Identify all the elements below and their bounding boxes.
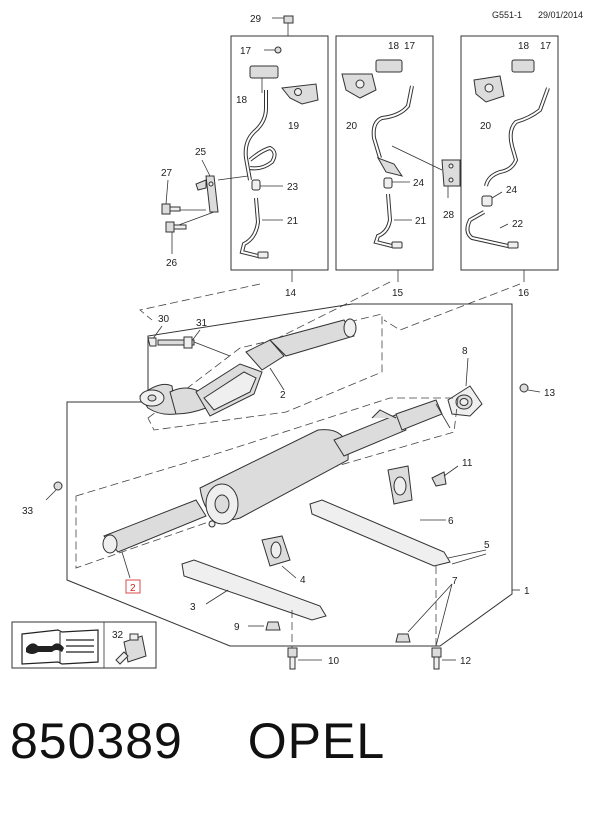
part-27-bolt xyxy=(161,179,181,215)
part-9-nut xyxy=(248,621,281,631)
callout-6: 6 xyxy=(448,516,454,527)
callout-25: 25 xyxy=(195,147,207,158)
callout-2a: 2 xyxy=(280,390,286,401)
callout-13: 13 xyxy=(544,388,556,399)
frame-15-parts xyxy=(341,59,414,249)
part-4-rubber-hanger xyxy=(261,535,297,579)
callout-17b: 17 xyxy=(404,41,416,52)
right-rubber-hanger xyxy=(387,465,413,505)
part-12-bolt xyxy=(431,566,456,670)
callout-24a: 24 xyxy=(413,178,425,189)
exhaust-parts-diagram: G551-1 29/01/2014 29 17 18 19 23 21 xyxy=(11,10,583,670)
callout-12: 12 xyxy=(460,656,472,667)
repair-manual-icon xyxy=(21,629,99,665)
callout-10: 10 xyxy=(328,656,340,667)
callout-3: 3 xyxy=(190,602,196,613)
callout-18c: 18 xyxy=(518,41,530,52)
callout-2b: 2 xyxy=(130,583,136,594)
part-28-bracket xyxy=(391,145,461,198)
callout-7: 7 xyxy=(452,576,458,587)
callout-9: 9 xyxy=(234,622,240,633)
part-8-flange xyxy=(447,357,483,417)
callout-22: 22 xyxy=(512,219,524,230)
callout-33: 33 xyxy=(22,506,34,517)
callout-17a: 17 xyxy=(240,46,252,57)
callout-19: 19 xyxy=(288,121,300,132)
rear-muffler-assembly xyxy=(102,399,451,554)
callout-28: 28 xyxy=(443,210,455,221)
diagram-date: 29/01/2014 xyxy=(538,10,583,20)
callout-4: 4 xyxy=(300,575,306,586)
rear-nut xyxy=(395,633,411,643)
part-26-bolt xyxy=(165,221,187,254)
callout-14: 14 xyxy=(285,288,297,299)
callout-31: 31 xyxy=(196,318,208,329)
main-assembly-frame-1 xyxy=(66,303,513,647)
frame-14-parts xyxy=(239,46,319,259)
frame-16-parts xyxy=(465,59,550,249)
callout-20b: 20 xyxy=(480,121,492,132)
callout-23: 23 xyxy=(287,182,299,193)
detail-frame-16 xyxy=(460,35,559,271)
callout-21b: 21 xyxy=(415,216,427,227)
part-32-grease-icon xyxy=(115,633,147,665)
part-caption: 850389 OPEL xyxy=(10,712,590,792)
callout-8: 8 xyxy=(462,346,468,357)
part-6-heat-shield xyxy=(309,499,487,567)
part-29-clip xyxy=(272,15,294,36)
callout-1: 1 xyxy=(524,586,530,597)
callout-26: 26 xyxy=(166,258,178,269)
callout-18b: 18 xyxy=(388,41,400,52)
callout-16: 16 xyxy=(518,288,530,299)
callout-29: 29 xyxy=(250,14,262,25)
callout-30: 30 xyxy=(158,314,170,325)
highlighted-callout-box xyxy=(125,579,141,594)
callout-5: 5 xyxy=(484,540,490,551)
part-3-heat-shield xyxy=(181,559,327,621)
callout-18a: 18 xyxy=(236,95,248,106)
callout-21a: 21 xyxy=(287,216,299,227)
callout-32: 32 xyxy=(112,630,124,641)
callout-11: 11 xyxy=(462,458,473,469)
part-10-bolt xyxy=(287,610,322,670)
part-11-bracket xyxy=(431,465,459,487)
callout-15: 15 xyxy=(392,288,404,299)
part-number: 850389 xyxy=(10,713,183,769)
callout-24b: 24 xyxy=(506,185,518,196)
part-13-nut xyxy=(519,383,541,393)
part-25-bracket xyxy=(175,159,249,227)
brand-name: OPEL xyxy=(247,713,386,769)
part-33-nut xyxy=(45,481,63,501)
part-2-front-pipe xyxy=(139,318,357,417)
part-30-31-sensor xyxy=(147,325,231,357)
diagram-code: G551-1 xyxy=(492,10,522,20)
callout-17c: 17 xyxy=(540,41,552,52)
legend-box xyxy=(11,621,157,669)
callout-27: 27 xyxy=(161,168,173,179)
callout-20a: 20 xyxy=(346,121,358,132)
